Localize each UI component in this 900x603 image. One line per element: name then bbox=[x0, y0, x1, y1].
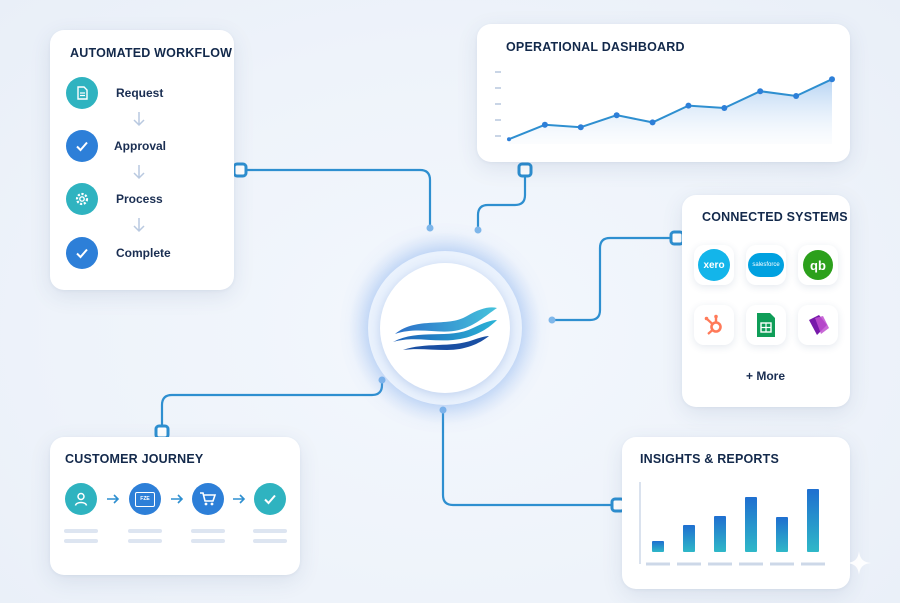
onenote-icon bbox=[809, 315, 829, 335]
workflow-step-complete: Complete bbox=[116, 246, 171, 260]
arrow-right-icon bbox=[233, 494, 246, 504]
hubspot-icon bbox=[704, 314, 722, 335]
data-point bbox=[793, 93, 800, 99]
workflow-card: AUTOMATED WORKFLOW Request Approval Proc… bbox=[50, 30, 234, 290]
data-point bbox=[829, 76, 835, 83]
dashboard-card: OPERATIONAL DASHBOARD bbox=[477, 24, 850, 162]
xero-logo[interactable]: xero bbox=[694, 245, 734, 285]
insights-title: INSIGHTS & REPORTS bbox=[640, 452, 780, 466]
data-point bbox=[577, 124, 584, 131]
cart-icon bbox=[192, 483, 224, 515]
salesforce-logo[interactable]: salesforce bbox=[746, 245, 786, 285]
connector-node-dashboard bbox=[517, 162, 533, 178]
google-sheets-logo[interactable] bbox=[746, 305, 786, 345]
bar bbox=[745, 497, 757, 552]
check-icon bbox=[66, 237, 98, 269]
series-line bbox=[508, 78, 833, 141]
arrow-down-icon bbox=[133, 112, 145, 127]
dashboard-title: OPERATIONAL DASHBOARD bbox=[506, 40, 685, 54]
document-icon bbox=[66, 77, 98, 109]
journey-title: CUSTOMER JOURNEY bbox=[65, 452, 204, 466]
data-point bbox=[507, 137, 511, 142]
bar bbox=[652, 541, 664, 552]
data-point bbox=[613, 112, 620, 119]
bar bbox=[683, 525, 695, 552]
hub-dot-systems bbox=[548, 316, 556, 324]
journey-card: CUSTOMER JOURNEY FZE bbox=[50, 437, 300, 575]
connector-node-workflow bbox=[232, 162, 248, 178]
placeholder-line bbox=[253, 529, 287, 533]
connector-insights bbox=[441, 410, 618, 507]
systems-title: CONNECTED SYSTEMS bbox=[702, 210, 848, 224]
chat-icon: FZE bbox=[129, 483, 161, 515]
insights-card: INSIGHTS & REPORTS bbox=[622, 437, 850, 589]
hub-logo[interactable] bbox=[380, 263, 510, 393]
connector-journey bbox=[160, 380, 384, 432]
workflow-step-request: Request bbox=[116, 86, 164, 100]
area-fill bbox=[509, 79, 832, 144]
quickbooks-icon: qb bbox=[803, 250, 833, 280]
arrow-right-icon bbox=[107, 494, 120, 504]
arrow-down-icon bbox=[133, 218, 145, 233]
xero-icon: xero bbox=[698, 249, 730, 281]
dashboard-line-chart bbox=[495, 71, 835, 144]
wave-logo-icon bbox=[393, 307, 497, 350]
data-point bbox=[757, 88, 764, 95]
connector-systems bbox=[552, 236, 677, 322]
gear-icon bbox=[66, 183, 98, 215]
hub-dot-workflow bbox=[426, 224, 434, 232]
hub-dot-insights bbox=[439, 406, 447, 414]
systems-card: CONNECTED SYSTEMS xero salesforce qb bbox=[682, 195, 850, 407]
hubspot-logo[interactable] bbox=[694, 305, 734, 345]
placeholder-line bbox=[191, 529, 225, 533]
placeholder-line bbox=[253, 539, 287, 543]
placeholder-line bbox=[191, 539, 225, 543]
bar bbox=[714, 516, 726, 552]
bar bbox=[807, 489, 819, 552]
placeholder-line bbox=[128, 539, 162, 543]
arrow-right-icon bbox=[171, 494, 184, 504]
arrow-down-icon bbox=[133, 165, 145, 180]
check-icon bbox=[254, 483, 286, 515]
data-point bbox=[649, 119, 656, 126]
more-systems-link[interactable]: + More bbox=[746, 369, 786, 383]
placeholder-line bbox=[64, 529, 98, 533]
hub-dot-dashboard bbox=[474, 226, 482, 234]
connector-dashboard bbox=[476, 170, 527, 230]
data-point bbox=[541, 121, 548, 128]
workflow-title: AUTOMATED WORKFLOW bbox=[70, 46, 233, 60]
placeholder-line bbox=[128, 529, 162, 533]
connector-workflow bbox=[240, 168, 432, 228]
bar bbox=[776, 517, 788, 552]
user-icon bbox=[65, 483, 97, 515]
check-icon bbox=[66, 130, 98, 162]
sparkle-icon bbox=[847, 551, 871, 575]
data-point bbox=[685, 102, 692, 109]
data-point bbox=[721, 105, 728, 111]
salesforce-cloud-icon: salesforce bbox=[748, 253, 784, 277]
workflow-step-process: Process bbox=[116, 192, 163, 206]
insights-bar-chart bbox=[639, 482, 825, 566]
hub-dot-journey bbox=[378, 376, 386, 384]
quickbooks-logo[interactable]: qb bbox=[798, 245, 838, 285]
google-sheets-icon bbox=[757, 313, 775, 337]
onenote-logo[interactable] bbox=[798, 305, 838, 345]
placeholder-line bbox=[64, 539, 98, 543]
workflow-step-approval: Approval bbox=[114, 139, 167, 153]
